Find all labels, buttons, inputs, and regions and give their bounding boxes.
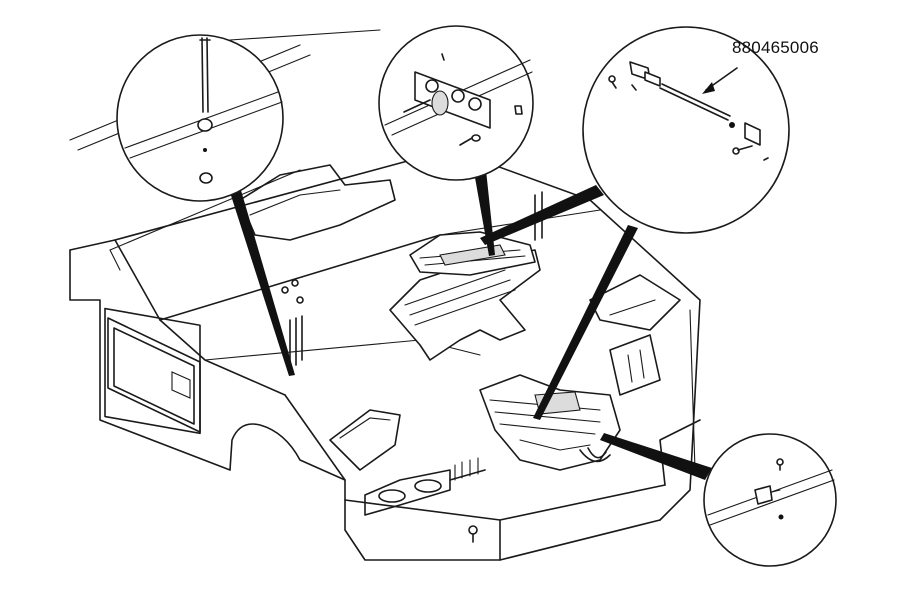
leader-wedge-3a: [480, 185, 604, 245]
left-stud-cluster: [281, 279, 304, 371]
callout-linkage-detail: [582, 26, 790, 234]
leader-wedge-1: [226, 180, 295, 376]
callout-clip-detail: [703, 433, 837, 567]
part-number-label: 880465006: [732, 38, 819, 57]
leader-lines: [226, 170, 712, 480]
callout-bracket-detail: [378, 25, 534, 181]
leader-wedge-4: [600, 433, 712, 480]
callout-rod-detail: [116, 34, 284, 202]
center-floor-plate: [389, 231, 541, 361]
leader-wedge-3b: [533, 225, 638, 420]
